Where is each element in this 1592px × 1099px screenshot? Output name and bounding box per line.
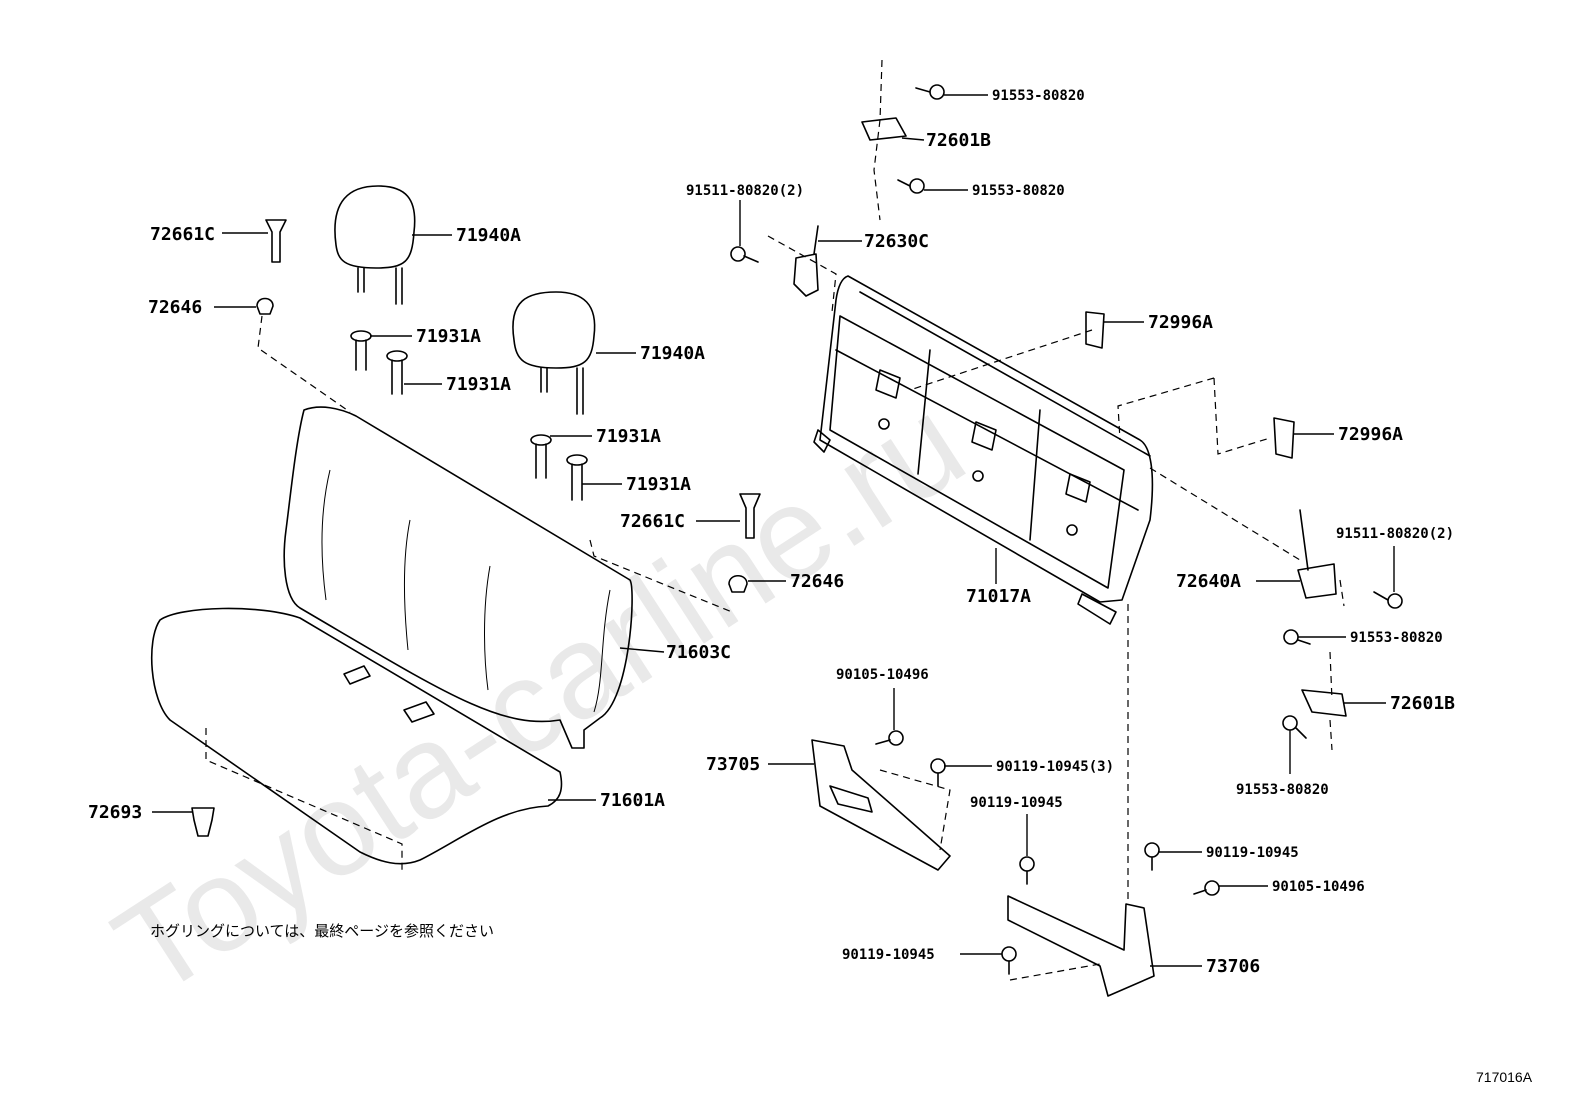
part-label-91511-80820: 91511-80820(2) bbox=[686, 183, 804, 199]
leader-lines bbox=[152, 94, 1395, 967]
part-label-91553-80820: 91553-80820 bbox=[1236, 782, 1329, 798]
part-label-72996A: 72996A bbox=[1338, 424, 1403, 445]
part-label-71603C: 71603C bbox=[666, 642, 731, 663]
part-label-72630C: 72630C bbox=[864, 231, 929, 252]
part-label-72661C: 72661C bbox=[150, 224, 215, 245]
part-label-90119-10945: 90119-10945 bbox=[970, 795, 1063, 811]
seat-back-drawing bbox=[283, 406, 633, 749]
part-label-73705: 73705 bbox=[706, 754, 760, 775]
part-label-71931A: 71931A bbox=[596, 426, 661, 447]
bolts-drawing bbox=[730, 84, 1403, 975]
part-label-90119-10945: 90119-10945(3) bbox=[996, 759, 1114, 775]
part-label-72601B: 72601B bbox=[926, 130, 991, 151]
part-label-90105-10496: 90105-10496 bbox=[1272, 879, 1365, 895]
part-label-73706: 73706 bbox=[1206, 956, 1260, 977]
part-label-72996A: 72996A bbox=[1148, 312, 1213, 333]
brackets-drawing bbox=[793, 117, 1347, 997]
headrest-upper-drawing bbox=[334, 185, 416, 305]
part-label-71931A: 71931A bbox=[626, 474, 691, 495]
part-label-91553-80820: 91553-80820 bbox=[1350, 630, 1443, 646]
part-labels: 91553-80820 72601B 91553-80820 91511-808… bbox=[88, 88, 1455, 977]
part-label-72646: 72646 bbox=[790, 571, 844, 592]
part-label-90119-10945: 90119-10945 bbox=[842, 947, 935, 963]
seat-cushion-drawing bbox=[150, 607, 563, 865]
part-label-72693: 72693 bbox=[88, 802, 142, 823]
headrest-supports-drawing bbox=[350, 330, 588, 501]
part-label-71940A: 71940A bbox=[640, 343, 705, 364]
part-label-91511-80820: 91511-80820(2) bbox=[1336, 526, 1454, 542]
part-label-72646: 72646 bbox=[148, 297, 202, 318]
part-label-71931A: 71931A bbox=[446, 374, 511, 395]
hog-ring-note: ホグリングについては、最終ページを参照ください bbox=[150, 922, 494, 940]
assembly-dashed-lines bbox=[205, 59, 1345, 981]
part-label-71017A: 71017A bbox=[966, 586, 1031, 607]
part-label-72661C: 72661C bbox=[620, 511, 685, 532]
part-label-72601B: 72601B bbox=[1390, 693, 1455, 714]
part-label-91553-80820: 91553-80820 bbox=[992, 88, 1085, 104]
part-label-71931A: 71931A bbox=[416, 326, 481, 347]
part-label-91553-80820: 91553-80820 bbox=[972, 183, 1065, 199]
figure-id: 717016A bbox=[1476, 1069, 1533, 1085]
part-label-72640A: 72640A bbox=[1176, 571, 1241, 592]
part-label-71601A: 71601A bbox=[600, 790, 665, 811]
headrest-lower-drawing bbox=[512, 291, 596, 415]
part-label-90105-10496: 90105-10496 bbox=[836, 667, 929, 683]
part-label-71940A: 71940A bbox=[456, 225, 521, 246]
seat-frame-drawing bbox=[813, 275, 1154, 625]
pins-and-clips-drawing bbox=[191, 219, 761, 837]
part-label-90119-10945: 90119-10945 bbox=[1206, 845, 1299, 861]
